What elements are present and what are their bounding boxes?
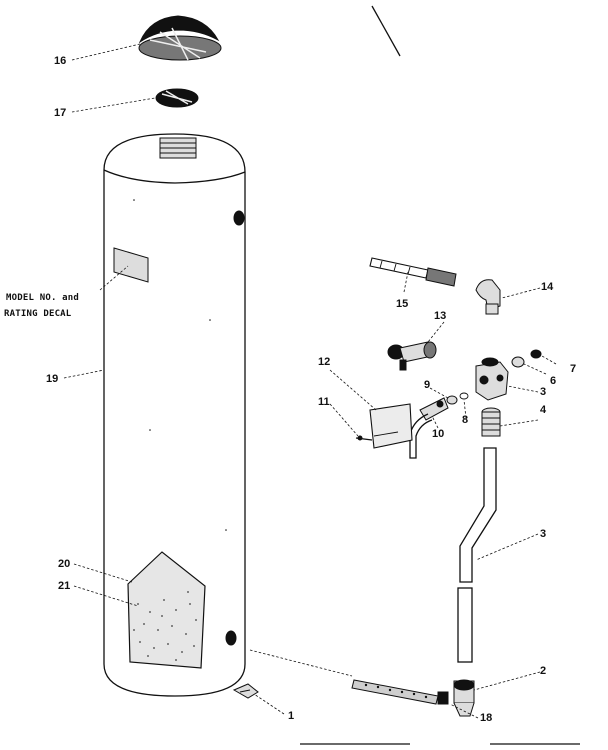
baffle-part-17 <box>155 88 199 108</box>
washer-part-6 <box>511 356 525 368</box>
rod-part-15 <box>369 257 457 287</box>
clip-part-1 <box>232 683 259 699</box>
tee-fitting-part-5 <box>475 357 509 401</box>
part-label-4: 4 <box>540 404 547 416</box>
decal-label-line-2: RATING DECAL <box>4 309 72 319</box>
bracket-part-12 <box>369 403 413 449</box>
part-label-7: 7 <box>570 363 577 375</box>
tank-body-part-19 <box>103 133 246 697</box>
top-right-stroke <box>371 5 401 57</box>
rating-decal-plate <box>113 247 149 283</box>
part-label-18: 18 <box>480 712 493 724</box>
part-label-11: 11 <box>318 396 330 408</box>
part-label-15: 15 <box>396 298 409 310</box>
plug-part-7 <box>530 349 542 359</box>
part-label-1: 1 <box>288 710 295 722</box>
nipple-part-4 <box>481 407 501 437</box>
part-label-3-tee: 3 <box>540 386 547 398</box>
part-label-20: 20 <box>58 558 71 570</box>
part-label-8: 8 <box>462 414 469 426</box>
part-label-9: 9 <box>424 379 431 391</box>
fitting-part-2 <box>453 679 475 717</box>
ring-part-8 <box>459 392 469 400</box>
top-cover-part-16 <box>138 15 222 61</box>
elbow-part-14 <box>475 279 501 315</box>
decal-label-line-1: MODEL NO. and <box>6 293 80 303</box>
element-part-18 <box>351 679 449 705</box>
part-label-19: 19 <box>46 373 59 385</box>
part-label-3-tube: 3 <box>540 528 547 540</box>
dip-tube-part-3 <box>457 447 497 663</box>
part-label-6: 6 <box>550 375 557 387</box>
part-label-2: 2 <box>540 665 547 677</box>
part-label-21: 21 <box>58 580 71 592</box>
part-label-16: 16 <box>54 55 67 67</box>
washer-part-9 <box>446 395 458 405</box>
valve-part-13 <box>387 341 437 371</box>
part-label-13: 13 <box>434 310 447 322</box>
valve-part-10 <box>409 397 449 459</box>
part-label-12: 12 <box>318 356 331 368</box>
part-label-17: 17 <box>54 107 67 119</box>
screw-part-11 <box>355 435 373 441</box>
part-label-10: 10 <box>432 428 445 440</box>
insulation-cutaway-part-20-21 <box>127 551 206 669</box>
part-label-14: 14 <box>541 281 554 293</box>
